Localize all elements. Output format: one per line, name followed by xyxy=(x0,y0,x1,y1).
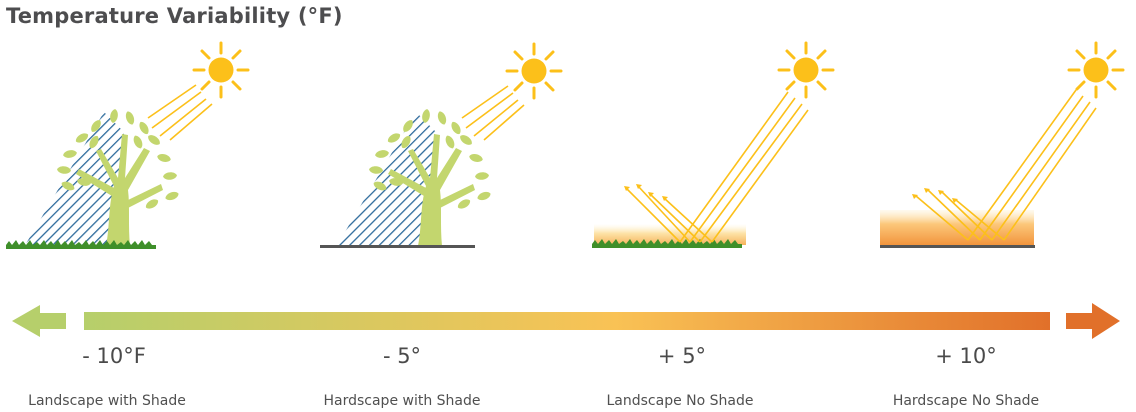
caption-hardscape-with-shade: Hardscape with Shade xyxy=(323,393,481,409)
value-hardscape-no-shade: + 10° xyxy=(935,344,997,368)
shade-hatch xyxy=(336,112,436,247)
pavement-surface xyxy=(320,245,475,248)
sun-rays xyxy=(915,89,1097,241)
shade-hatch xyxy=(24,112,124,247)
panel-landscape-no-shade xyxy=(592,41,835,248)
gradient-bar xyxy=(84,312,1050,330)
arrow-right-icon xyxy=(1066,303,1120,339)
sun-icon xyxy=(505,42,563,100)
heat-glow xyxy=(594,224,746,245)
arrow-left-icon xyxy=(12,305,66,337)
value-hardscape-with-shade: - 5° xyxy=(382,344,422,368)
panel-hardscape-with-shade xyxy=(320,42,563,248)
caption-landscape-with-shade: Landscape with Shade xyxy=(28,393,186,409)
reflection-arrowheads xyxy=(912,188,958,203)
caption-landscape-no-shade: Landscape No Shade xyxy=(606,393,754,409)
pavement-surface xyxy=(880,245,1035,248)
diagram-title: Temperature Variability (°F) xyxy=(6,4,343,28)
caption-hardscape-no-shade: Hardscape No Shade xyxy=(892,393,1040,409)
value-landscape-with-shade: - 10°F xyxy=(82,344,146,368)
panel-hardscape-no-shade xyxy=(880,41,1125,248)
sun-icon xyxy=(777,41,835,99)
value-landscape-no-shade: + 5° xyxy=(657,344,707,368)
sun-rays xyxy=(147,84,213,141)
sun-rays xyxy=(461,85,525,141)
panel-landscape-with-shade xyxy=(6,41,250,249)
sun-rays xyxy=(625,91,809,243)
sun-icon xyxy=(1067,41,1125,99)
heat-glow xyxy=(880,210,1034,245)
temperature-scale xyxy=(12,303,1120,339)
reflection-arrowheads xyxy=(624,184,668,201)
sun-icon xyxy=(192,41,250,99)
